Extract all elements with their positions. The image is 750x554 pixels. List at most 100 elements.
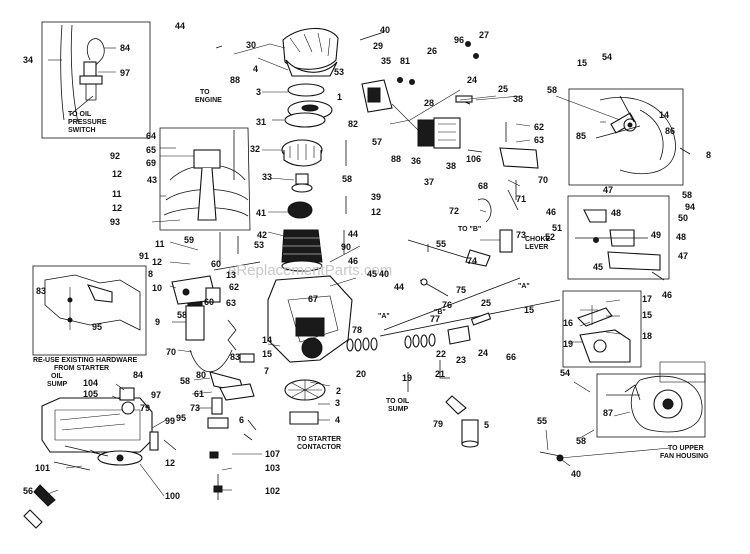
part-number: 79 <box>433 419 443 429</box>
part-number: 67 <box>308 294 318 304</box>
part-number: 83 <box>36 286 46 296</box>
part-number: 27 <box>479 30 489 40</box>
left-side-components <box>159 127 261 441</box>
part-number: 45 <box>593 262 603 272</box>
part-number: 4 <box>253 64 258 74</box>
part-number: 88 <box>230 75 240 85</box>
part-number: 58 <box>547 85 557 95</box>
part-number: 38 <box>446 161 456 171</box>
part-number: 15 <box>262 349 272 359</box>
part-number: 68 <box>478 181 488 191</box>
caption-choke-lever-line2: LEVER <box>525 244 548 251</box>
caption-oil-pressure-line3: SWITCH <box>68 127 96 134</box>
part-number: 47 <box>603 185 613 195</box>
part-number: 15 <box>524 305 534 315</box>
part-number: 4 <box>335 415 340 425</box>
part-number: 69 <box>146 158 156 168</box>
part-number: 56 <box>23 486 33 496</box>
part-number: 25 <box>481 298 491 308</box>
part-number: 44 <box>394 282 404 292</box>
part-number: 63 <box>534 135 544 145</box>
part-number: 34 <box>23 55 33 65</box>
part-number: 71 <box>516 194 526 204</box>
part-number: 102 <box>265 486 280 496</box>
part-number: 53 <box>334 67 344 77</box>
part-number: 55 <box>537 416 547 426</box>
starter-hardware-drawing <box>44 274 141 331</box>
part-number: 49 <box>651 230 661 240</box>
part-number: 48 <box>611 208 621 218</box>
caption-oil-sump-line1: OIL <box>51 373 63 380</box>
part-number: 25 <box>498 84 508 94</box>
part-number: 63 <box>226 298 236 308</box>
fan-housing-drawing <box>606 361 706 433</box>
part-number: 107 <box>265 449 280 459</box>
part-number: 33 <box>262 172 272 182</box>
part-number: 57 <box>372 137 382 147</box>
part-number: 44 <box>348 229 358 239</box>
part-number: 12 <box>152 257 162 267</box>
part-number: 75 <box>456 285 466 295</box>
part-number: 94 <box>685 202 695 212</box>
caption-upper-fan-line2: FAN HOUSING <box>660 453 709 460</box>
part-number: 6 <box>239 415 244 425</box>
part-number: 42 <box>257 230 267 240</box>
part-number: 96 <box>454 35 464 45</box>
part-number: 2 <box>336 386 341 396</box>
part-number: 12 <box>112 203 122 213</box>
part-number: 73 <box>516 230 526 240</box>
part-number: 78 <box>352 325 362 335</box>
part-number: 93 <box>110 217 120 227</box>
part-number: 97 <box>120 68 130 78</box>
part-number: 9 <box>155 317 160 327</box>
part-number: 32 <box>250 144 260 154</box>
part-number: 35 <box>381 56 391 66</box>
part-number: 64 <box>146 131 156 141</box>
part-number: 10 <box>152 283 162 293</box>
part-number: 51 <box>552 223 562 233</box>
choke-bracket-drawing <box>575 209 661 271</box>
part-number: 100 <box>165 491 180 501</box>
part-number: 45 <box>367 269 377 279</box>
part-number: 91 <box>139 251 149 261</box>
part-number: 99 <box>165 416 175 426</box>
part-number: 53 <box>254 240 264 250</box>
part-number: 76 <box>442 300 452 310</box>
leader-lines <box>47 43 631 497</box>
part-number: 15 <box>577 58 587 68</box>
part-number: 80 <box>196 370 206 380</box>
caption-oil-pressure-line1: TO OIL <box>68 111 92 118</box>
part-number: 7 <box>264 366 269 376</box>
part-number: 103 <box>265 463 280 473</box>
part-number: 12 <box>165 458 175 468</box>
part-number: 58 <box>682 190 692 200</box>
governor-link-drawing <box>576 305 631 363</box>
part-number: 48 <box>676 232 686 242</box>
part-number: 37 <box>424 177 434 187</box>
part-number: 65 <box>146 145 156 155</box>
part-number: 17 <box>642 294 652 304</box>
part-number: 66 <box>506 352 516 362</box>
part-number: 58 <box>180 376 190 386</box>
part-number: 14 <box>659 110 669 120</box>
part-number: 3 <box>335 398 340 408</box>
part-number: 40 <box>571 469 581 479</box>
part-number: 1 <box>337 92 342 102</box>
part-number: 50 <box>678 213 688 223</box>
part-number: 30 <box>246 40 256 50</box>
part-number: 90 <box>341 242 351 252</box>
part-number: 54 <box>602 52 612 62</box>
part-number: 20 <box>356 369 366 379</box>
part-number: 84 <box>133 370 143 380</box>
oil-sump-assembly <box>23 387 177 529</box>
part-number: 74 <box>467 256 477 266</box>
part-number: 54 <box>560 368 570 378</box>
part-number: 36 <box>411 156 421 166</box>
part-number: 14 <box>262 335 272 345</box>
part-number: 55 <box>436 239 446 249</box>
part-number: 11 <box>112 189 122 199</box>
part-number: 41 <box>256 208 266 218</box>
part-number: 88 <box>391 154 401 164</box>
